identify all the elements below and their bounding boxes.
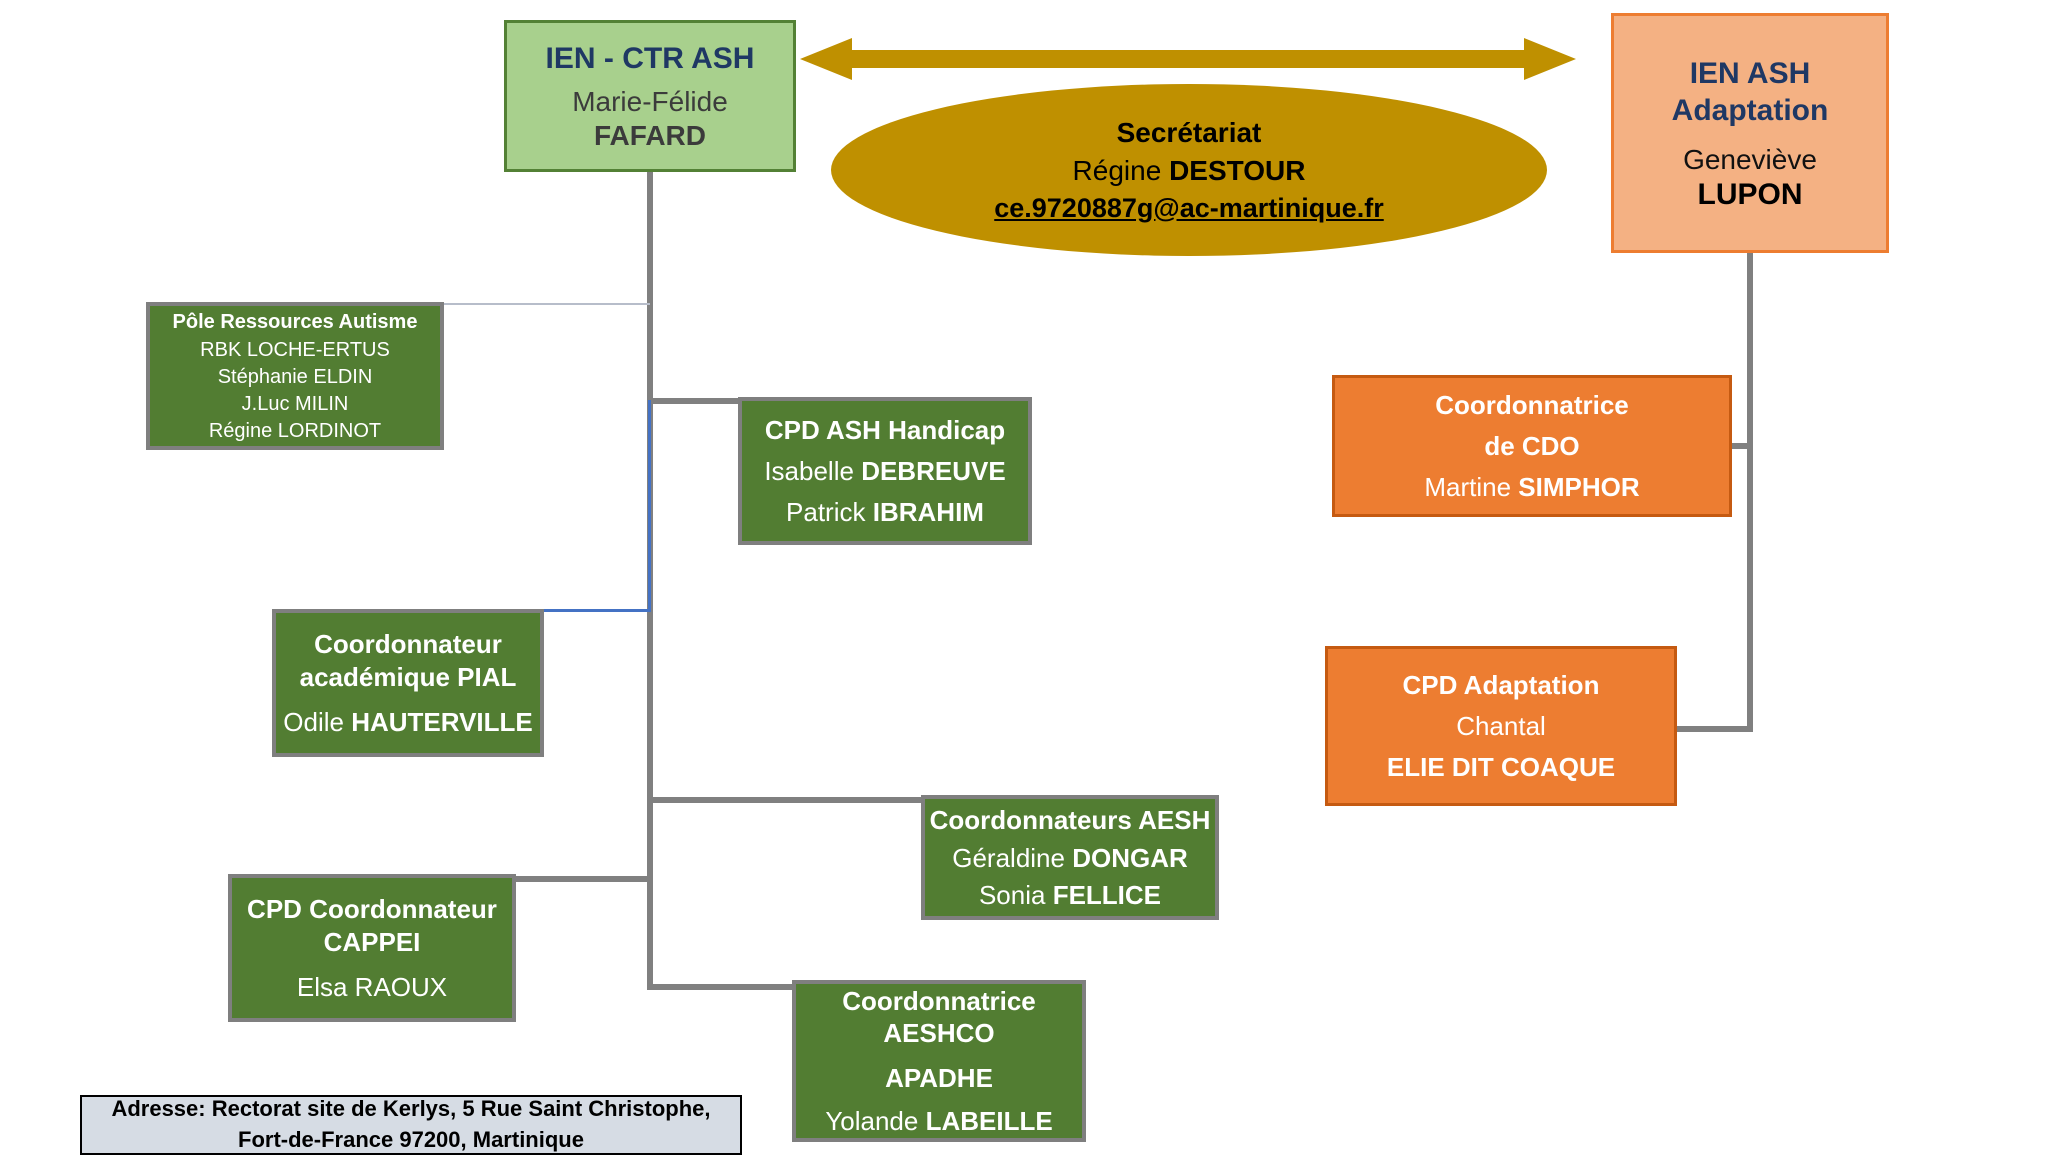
last-name: DEBREUVE xyxy=(861,456,1006,487)
node-title-line2: CAPPEI xyxy=(323,926,421,957)
node-title: CPD Coordonnateur CAPPEI xyxy=(247,893,497,958)
first-name: Sonia xyxy=(978,879,1046,910)
node-title: IEN ASH Adaptation xyxy=(1672,55,1829,130)
address-line2: Fort-de-France 97200, Martinique xyxy=(238,1127,584,1152)
last-name: RAOUX xyxy=(354,972,448,1002)
connector-aesh xyxy=(650,797,923,803)
node-title-line2: académique PIAL xyxy=(299,661,517,692)
person: Martine SIMPHOR xyxy=(1424,472,1639,503)
address-plate: Adresse: Rectorat site de Kerlys, 5 Rue … xyxy=(80,1095,742,1155)
person: Odile HAUTERVILLE xyxy=(283,707,532,738)
node-title: Coordonnatrice de CDO xyxy=(1435,389,1629,462)
node-title: Pôle Ressources Autisme xyxy=(172,310,418,333)
node-title-line1: IEN ASH xyxy=(1689,56,1811,90)
node-title: Coordonnatrice AESHCO xyxy=(842,985,1036,1050)
last-name: FELLICE xyxy=(1052,879,1162,910)
last-name: DESTOUR xyxy=(1169,154,1306,186)
node-title-line2: de CDO xyxy=(1484,430,1580,461)
first-name: Isabelle xyxy=(764,456,854,487)
node-secretariat: Secrétariat Régine DESTOUR ce.9720887g@a… xyxy=(831,84,1547,256)
node-cpd-adaptation: CPD Adaptation Chantal ELIE DIT COAQUE xyxy=(1325,646,1677,806)
connector-right-trunk xyxy=(1747,253,1753,732)
node-coordonnateur-pial: Coordonnateur académique PIAL Odile HAUT… xyxy=(272,609,544,757)
node-ien-ctr-ash: IEN - CTR ASH Marie-Félide FAFARD xyxy=(504,20,796,172)
last-name: LUPON xyxy=(1697,177,1803,211)
first-name: Régine xyxy=(1072,154,1162,186)
person: Géraldine DONGAR xyxy=(952,843,1188,874)
last-name: SIMPHOR xyxy=(1518,472,1640,502)
first-name: Odile xyxy=(283,707,344,737)
node-ien-ash-adaptation: IEN ASH Adaptation Geneviève LUPON xyxy=(1611,13,1889,253)
connector-pial xyxy=(544,609,650,612)
first-name: Géraldine xyxy=(952,842,1065,873)
node-coordonnateurs-aesh: Coordonnateurs AESH Géraldine DONGAR Son… xyxy=(921,795,1219,920)
connector-cpd-ash xyxy=(650,398,740,404)
member: Stéphanie ELDIN xyxy=(217,365,373,388)
member: Régine LORDINOT xyxy=(208,419,382,442)
node-cpd-ash-handicap: CPD ASH Handicap Isabelle DEBREUVE Patri… xyxy=(738,397,1032,545)
connector-cdo xyxy=(1730,443,1750,449)
connector-cappei xyxy=(514,876,650,882)
address-line1: Adresse: Rectorat site de Kerlys, 5 Rue … xyxy=(111,1096,711,1122)
connector-cpd-adaptation xyxy=(1674,726,1750,732)
first-name: Martine xyxy=(1424,472,1512,502)
last-name: DONGAR xyxy=(1072,842,1188,873)
first-name: Yolande xyxy=(825,1106,919,1137)
last-name: LABEILLE xyxy=(925,1106,1053,1137)
node-title-line1: Coordonnatrice xyxy=(842,985,1036,1016)
person: Yolande LABEILLE xyxy=(825,1106,1052,1137)
last-name: IBRAHIM xyxy=(872,497,984,528)
node-title: Coordonnateurs AESH xyxy=(929,805,1211,836)
node-title: Coordonnateur académique PIAL xyxy=(300,628,517,693)
person: Elsa RAOUX xyxy=(297,972,447,1003)
node-title: CPD ASH Handicap xyxy=(764,414,1006,445)
double-arrow-icon xyxy=(800,38,1576,80)
node-title: CPD Adaptation xyxy=(1402,669,1600,700)
node-title: IEN - CTR ASH xyxy=(545,42,755,76)
first-name: Geneviève xyxy=(1683,143,1817,175)
first-name: Marie-Félide xyxy=(572,85,728,117)
person: Sonia FELLICE xyxy=(979,880,1161,911)
node-title-line2: AESHCO xyxy=(883,1018,995,1049)
person: Isabelle DEBREUVE xyxy=(764,456,1005,487)
last-name: FAFARD xyxy=(594,119,706,151)
first-name: Elsa xyxy=(296,972,348,1002)
connector-blue-vertical xyxy=(648,400,651,612)
person: Régine DESTOUR xyxy=(1073,155,1306,187)
node-title-line1: Coordonnateur xyxy=(314,629,502,659)
first-name: Patrick xyxy=(786,497,866,528)
node-title-line1: Coordonnatrice xyxy=(1435,390,1629,420)
node-pole-ressources-autisme: Pôle Ressources Autisme RBK LOCHE-ERTUS … xyxy=(146,302,444,450)
person: Patrick IBRAHIM xyxy=(786,497,984,528)
node-coordonnatrice-cdo: Coordonnatrice de CDO Martine SIMPHOR xyxy=(1332,375,1732,517)
node-title-line2: Adaptation xyxy=(1671,94,1829,127)
first-name: Chantal xyxy=(1456,711,1546,742)
connector-aeshco xyxy=(650,984,794,990)
node-coordonnatrice-aeshco-apadhe: Coordonnatrice AESHCO APADHE Yolande LAB… xyxy=(792,980,1086,1142)
node-title: Secrétariat xyxy=(1116,116,1262,148)
node-title-line1: CPD Coordonnateur xyxy=(247,894,497,924)
node-cpd-cappei: CPD Coordonnateur CAPPEI Elsa RAOUX xyxy=(228,874,516,1022)
last-name: HAUTERVILLE xyxy=(351,707,533,737)
connector-pole-autisme xyxy=(444,303,650,305)
secretariat-email-link[interactable]: ce.9720887g@ac-martinique.fr xyxy=(994,192,1384,223)
node-title-line3: APADHE xyxy=(885,1062,993,1093)
member: RBK LOCHE-ERTUS xyxy=(200,338,390,361)
member: J.Luc MILIN xyxy=(241,392,349,415)
last-name: ELIE DIT COAQUE xyxy=(1386,752,1616,783)
